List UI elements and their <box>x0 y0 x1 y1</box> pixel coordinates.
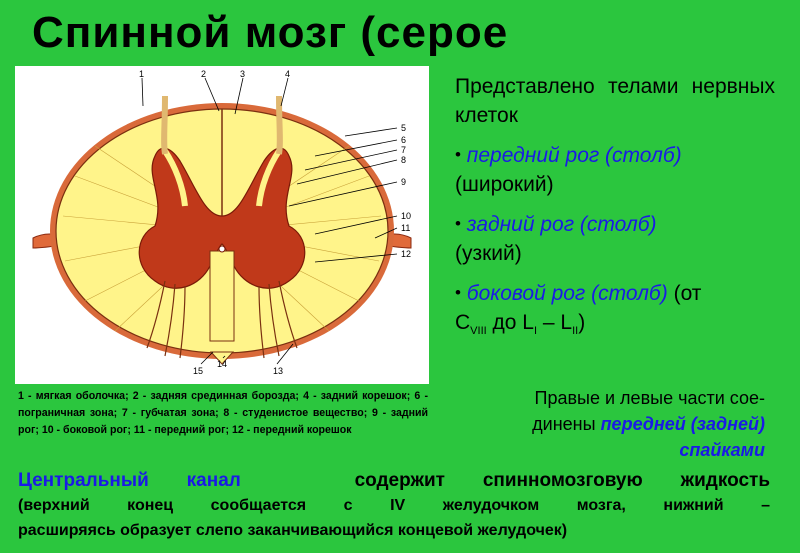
label-12: 12 <box>401 249 411 259</box>
right-dorsal-root <box>276 95 283 155</box>
label-2: 2 <box>201 69 206 79</box>
label-3: 3 <box>240 69 245 79</box>
ventral-roots <box>146 280 298 359</box>
anterior-white-commissure <box>209 250 235 342</box>
intro-text: Представлено телами нервных клеток <box>455 75 775 127</box>
bullet: • <box>455 283 461 302</box>
lateral-horn-term: боковой рог (столб) <box>466 282 668 305</box>
grey-matter-description: Представлено телами нервных клеток • пер… <box>455 72 775 346</box>
central-canal-line-2: (верхний конец сообщается с IV желудочко… <box>18 497 770 514</box>
label-11: 11 <box>401 223 410 233</box>
junction-text-b: динены <box>532 414 596 434</box>
segment-close: ) <box>578 311 586 334</box>
segment-c-sub: VIII <box>470 325 487 338</box>
anterior-horn-term: передний рог (столб) <box>466 144 682 167</box>
figure-caption: 1 - мягкая оболочка; 2 - задняя срединна… <box>18 390 428 436</box>
segment-dash: – L <box>537 311 573 334</box>
spinal-cord-cross-section-figure: 1 2 3 4 5 6 7 8 9 10 11 12 13 14 15 <box>15 66 429 384</box>
bullet: • <box>455 145 461 164</box>
segment-c: C <box>455 311 471 334</box>
spinal-cord-diagram: 1 2 3 4 5 6 7 8 9 10 11 12 13 14 15 <box>32 69 412 376</box>
label-10: 10 <box>401 211 411 221</box>
bullet-posterior-horn: • задний рог (столб) (узкий) <box>455 209 775 268</box>
commissure-note: Правые и левые части сое- динены передне… <box>460 385 765 463</box>
label-4: 4 <box>285 69 290 79</box>
segment-l1-sub: I <box>533 325 538 338</box>
central-canal-text-1: содержит спинномозговую жидкость <box>354 470 771 491</box>
central-canal-line-1: Центральный канал содержит спинномозгову… <box>18 468 770 493</box>
segment-mid: до L <box>486 311 534 334</box>
left-substantia-gelatinosa <box>162 149 188 207</box>
bullet: • <box>455 214 461 233</box>
anterior-median-fissure <box>209 351 235 365</box>
label-1: 1 <box>139 69 144 79</box>
central-canal-note: Центральный канал содержит спинномозгову… <box>18 468 770 543</box>
posterior-horn-note: (узкий) <box>455 242 522 265</box>
central-canal <box>218 245 226 253</box>
label-8: 8 <box>401 155 406 165</box>
label-9: 9 <box>401 177 406 187</box>
commissure-term: передней (задней) спайками <box>600 414 765 460</box>
central-canal-term: Центральный канал <box>18 470 241 491</box>
right-substantia-gelatinosa <box>256 149 282 207</box>
bullet-anterior-horn: • передний рог (столб) (широкий) <box>455 140 775 199</box>
junction-text-a: Правые и левые части сое- <box>534 388 765 408</box>
lateral-horn-range: CVIII до LI – LII) <box>455 311 586 338</box>
central-canal-line-3: расширяясь образует слепо заканчивающийс… <box>18 522 568 539</box>
segment-l2-sub: II <box>572 325 579 338</box>
slide-title: Спинной мозг (серое <box>32 8 509 57</box>
label-14: 14 <box>217 359 227 369</box>
leader-lines <box>141 77 398 365</box>
label-5: 5 <box>401 123 406 133</box>
posterior-horn-term: задний рог (столб) <box>466 213 657 236</box>
lateral-horn-note-prefix: (от <box>673 282 702 305</box>
left-dorsal-root <box>161 95 168 155</box>
label-6: 6 <box>401 135 406 145</box>
label-15: 15 <box>193 366 203 376</box>
label-13: 13 <box>273 366 283 376</box>
label-7: 7 <box>401 145 406 155</box>
anterior-horn-note: (широкий) <box>455 173 554 196</box>
bullet-lateral-horn: • боковой рог (столб) (от CVIII до LI – … <box>455 278 775 346</box>
